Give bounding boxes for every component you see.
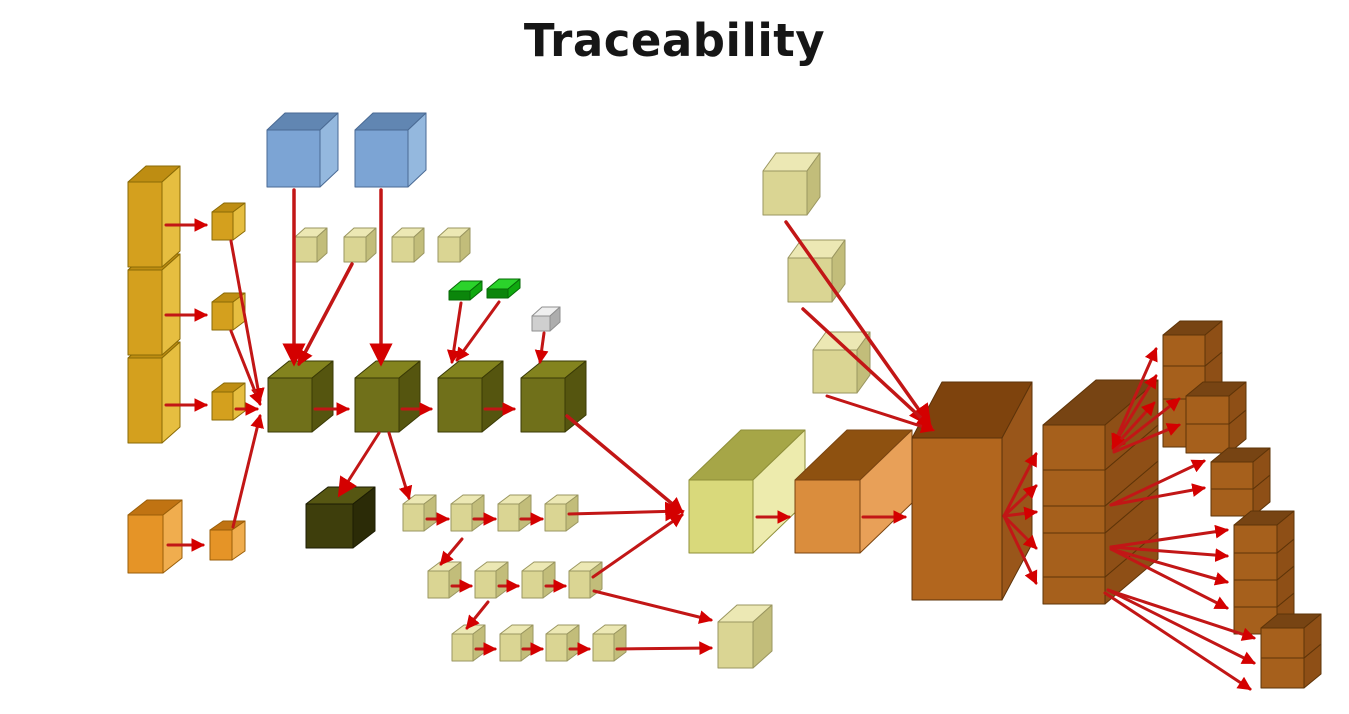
box-req-large-3 [127, 341, 181, 444]
arrow-48 [1112, 397, 1181, 452]
arrow-40 [1002, 452, 1038, 518]
box-req-large-2 [127, 253, 181, 356]
box-large-beige [688, 429, 806, 554]
arrow-4 [229, 239, 265, 403]
box-chain3-3 [545, 624, 580, 662]
arrow-12 [455, 300, 501, 362]
box-beige-row-4 [437, 227, 471, 263]
arrow-37 [784, 220, 932, 428]
box-stack-d-1 [1233, 510, 1295, 554]
box-stack-b-1 [1185, 381, 1247, 425]
arrow-29 [592, 589, 714, 624]
arrow-13 [534, 331, 549, 365]
arrow-41 [1002, 484, 1038, 518]
arrow-43 [1002, 514, 1038, 550]
arrow-11 [446, 301, 463, 365]
arrow-10 [297, 262, 354, 367]
box-blue-2 [354, 112, 427, 188]
box-orange-left [127, 499, 183, 574]
box-beige-row-1 [294, 227, 328, 263]
box-bottom-beige [717, 604, 773, 669]
arrow-38 [801, 307, 933, 429]
arrow-19 [565, 414, 684, 514]
arrow-55 [1109, 547, 1229, 610]
arrow-5 [229, 329, 263, 406]
box-beige-row-3 [391, 227, 425, 263]
arrow-17 [337, 431, 381, 498]
diagram-title: Traceability [523, 14, 826, 67]
box-blue-1 [266, 112, 339, 188]
box-top-beige-1 [762, 152, 821, 216]
arrow-51 [1109, 483, 1207, 507]
box-stack-c-1 [1210, 447, 1271, 490]
arrow-34 [615, 641, 714, 656]
arrow-50 [1109, 459, 1206, 507]
arrow-28 [591, 513, 684, 579]
arrow-7 [231, 413, 264, 529]
box-green-1 [448, 280, 483, 301]
boxes-layer [127, 112, 1322, 689]
arrow-47 [1111, 401, 1156, 450]
box-stack-e-1 [1260, 613, 1322, 659]
box-chain2-1 [427, 561, 462, 599]
arrow-42 [1002, 506, 1039, 521]
box-chain3-4 [592, 624, 627, 662]
arrow-23 [567, 501, 685, 522]
box-req-small-3 [211, 382, 246, 421]
box-chain2-3 [521, 561, 556, 599]
box-req-large-1 [127, 165, 181, 268]
box-req-small-1 [211, 202, 246, 241]
arrow-49 [1112, 423, 1181, 454]
box-chain2-2 [474, 561, 509, 599]
arrow-30 [465, 600, 490, 630]
box-beige-row-2 [343, 227, 377, 263]
box-olive-4 [520, 360, 587, 433]
arrow-24 [439, 537, 464, 566]
box-green-2 [486, 278, 521, 299]
box-stack-a-1 [1162, 320, 1223, 367]
arrow-57 [1106, 588, 1256, 665]
arrows-layer [164, 188, 1256, 691]
box-chain3-1 [451, 624, 486, 662]
box-olive-2 [354, 360, 421, 433]
arrow-54 [1109, 547, 1229, 586]
arrow-52 [1109, 524, 1230, 549]
box-chain3-2 [499, 624, 534, 662]
box-orange-left-small [209, 520, 246, 561]
box-chain1-1 [402, 494, 437, 532]
box-olive-1 [267, 360, 334, 433]
arrow-18 [387, 431, 413, 500]
arrow-44 [1002, 514, 1038, 585]
box-chain1-2 [450, 494, 485, 532]
arrow-53 [1109, 545, 1230, 562]
box-olive-3 [437, 360, 504, 433]
box-dark-olive [305, 486, 376, 549]
box-tall-brown [911, 381, 1033, 601]
box-orange-mid [794, 429, 913, 554]
box-top-beige-2 [787, 239, 846, 303]
box-chain1-3 [497, 494, 532, 532]
arrow-39 [825, 394, 935, 433]
arrow-56 [1106, 588, 1256, 641]
arrow-58 [1103, 591, 1252, 691]
box-gray-1 [531, 306, 561, 332]
